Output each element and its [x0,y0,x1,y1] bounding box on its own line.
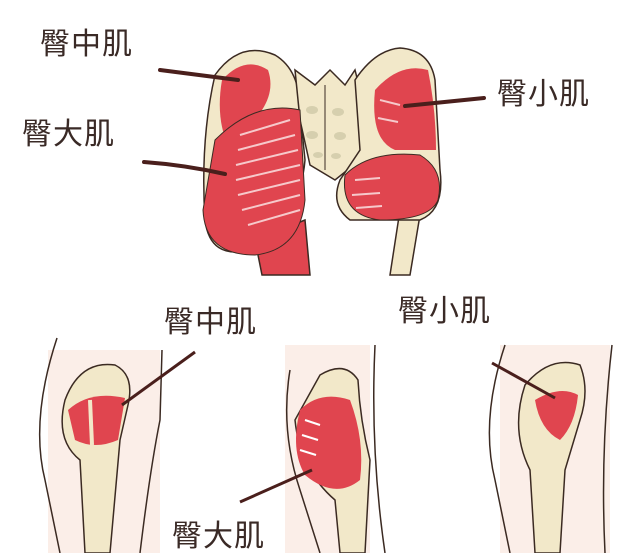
label-top-gluteus-maximus: 臀大肌 [22,117,115,152]
label-top-gluteus-minimus: 臀小肌 [497,77,590,112]
label-side-gluteus-minimus: 臀小肌 [398,294,491,329]
label-side-gluteus-maximus: 臀大肌 [172,519,265,554]
label-top-gluteus-medius: 臀中肌 [40,27,133,62]
side-view-medius-diagram [38,337,196,553]
top-pelvis-diagram [142,47,486,276]
side-view-maximus-diagram [239,344,386,553]
side-view-minimus-diagram [488,344,613,553]
label-side-gluteus-medius: 臀中肌 [164,305,257,340]
